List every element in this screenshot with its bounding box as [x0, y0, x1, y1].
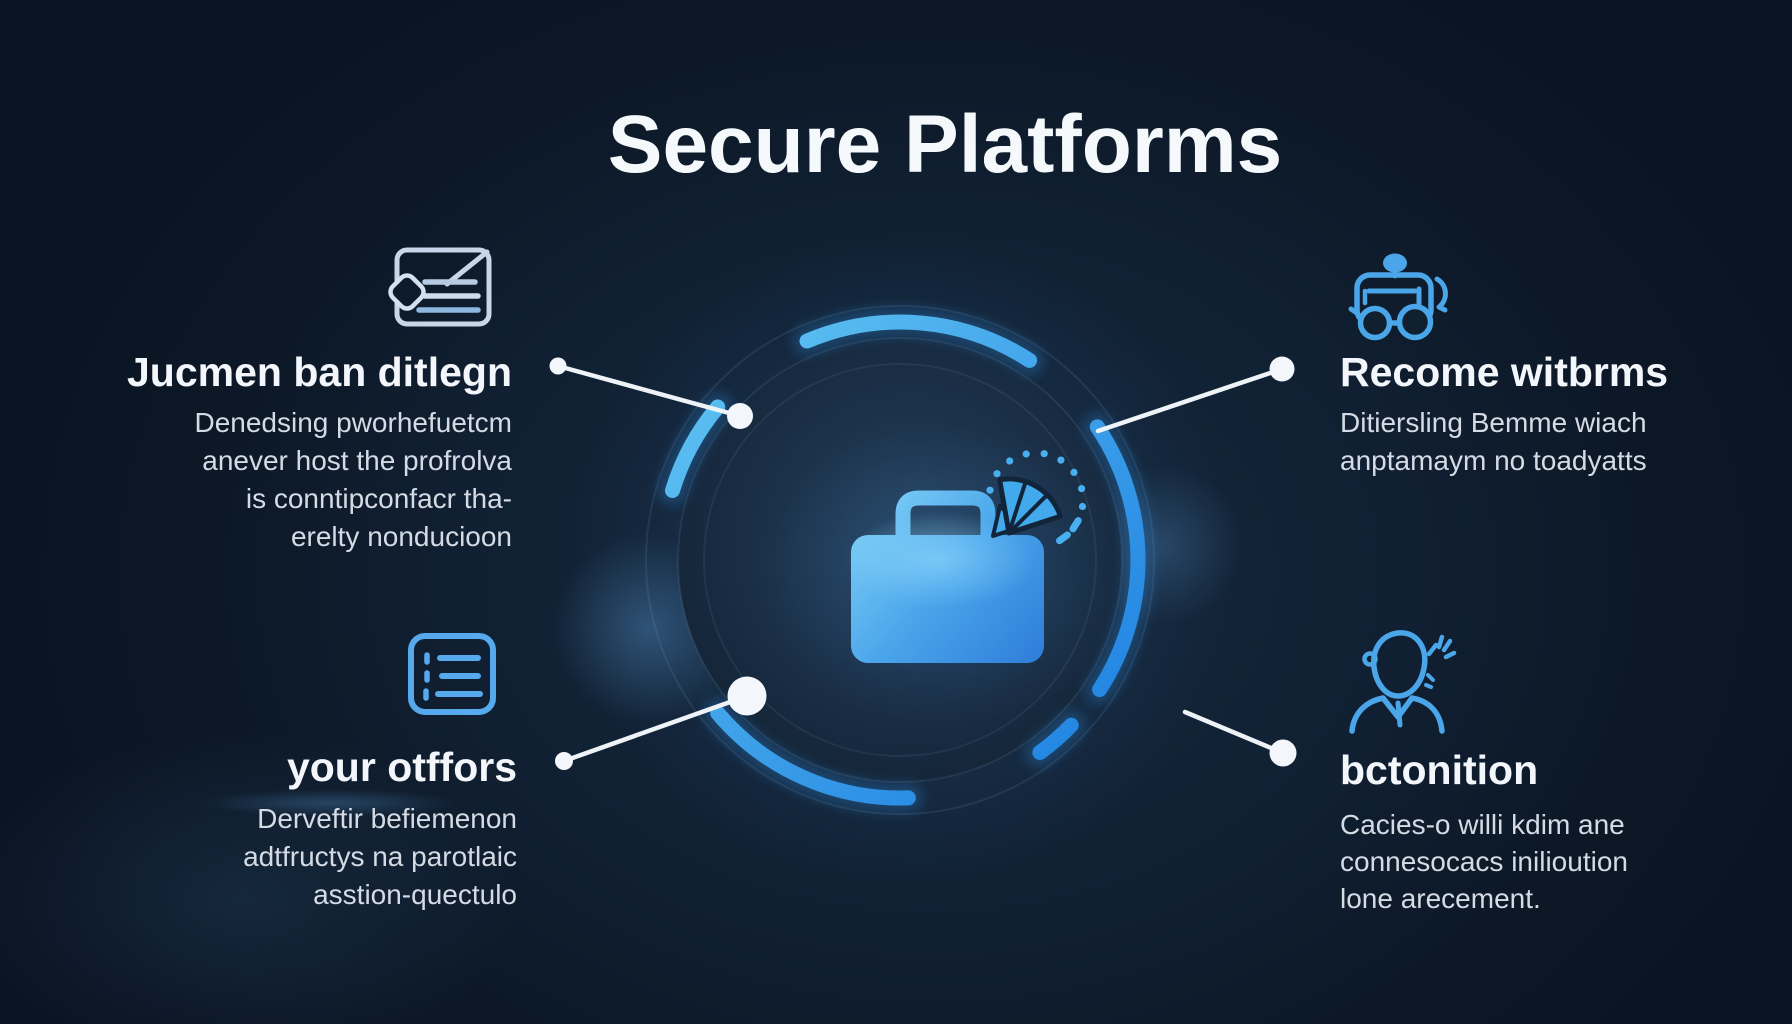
briefcase-icon	[845, 490, 1044, 663]
connector-lines	[555, 363, 1286, 764]
connector-top-left	[555, 363, 743, 419]
block-top-left-heading: Jucmen ban ditlegn	[127, 349, 512, 395]
dot-bottom-right	[1269, 739, 1297, 767]
body-line: adtfructys na parotlaic	[243, 841, 517, 872]
block-top-right-heading: Recome witbrms	[1340, 349, 1669, 395]
body-line: is conntipconfacr tha-	[245, 483, 512, 514]
block-bottom-right-heading: bctonition	[1340, 747, 1539, 793]
dot-top-right	[1269, 356, 1295, 382]
body-line: Denedsing pworhefuetcm	[194, 407, 512, 438]
dot-top-left-text	[549, 357, 567, 375]
body-line: anever host the profrolva	[202, 445, 512, 476]
fan-shape	[991, 476, 1063, 538]
arc-top	[799, 314, 1038, 368]
body-line: Ditiersling Bemme wiach	[1340, 407, 1647, 438]
ring-arcs	[665, 314, 1146, 806]
robot-icon	[1348, 253, 1448, 341]
block-bottom-right-body: Cacies-o willi kdim ane connesocacs inil…	[1340, 806, 1628, 917]
block-bottom-left-body: Derveftir befiemenon adtfructys na parot…	[243, 800, 517, 914]
arc-bottom-left	[710, 705, 916, 806]
body-line: erelty nonducioon	[290, 521, 512, 552]
bullet-list-icon	[408, 633, 496, 715]
connector-bottom-right	[1182, 709, 1286, 756]
body-line: connesocacs inilioution	[1340, 846, 1628, 877]
block-top-right-body: Ditiersling Bemme wiach anptamaym no toa…	[1340, 404, 1647, 480]
body-line: Derveftir befiemenon	[257, 803, 517, 834]
body-line: lone arecement.	[1340, 883, 1541, 914]
connector-bottom-left	[561, 693, 750, 764]
arc-upper-left	[665, 399, 726, 498]
block-bottom-left-heading: your otffors	[286, 744, 517, 790]
dot-bottom-left-ring	[727, 676, 767, 716]
body-line: Cacies-o willi kdim ane	[1340, 809, 1625, 840]
person-idea-icon	[1349, 630, 1457, 734]
connector-dots	[549, 356, 1297, 770]
arc-right	[1089, 419, 1146, 698]
page-title: Secure Platforms	[607, 99, 1283, 190]
dotted-gauge-arc	[986, 450, 1087, 545]
connector-top-right	[1095, 366, 1285, 434]
body-line: anptamaym no toadyatts	[1340, 445, 1647, 476]
arc-dash-bottom-right	[1032, 717, 1079, 760]
body-line: asstion-quectulo	[313, 879, 517, 910]
dot-bottom-left-text	[555, 752, 573, 770]
dot-top-left-ring	[727, 403, 753, 429]
block-top-left-body: Denedsing pworhefuetcm anever host the p…	[194, 404, 512, 556]
document-checklist-icon	[388, 247, 492, 327]
